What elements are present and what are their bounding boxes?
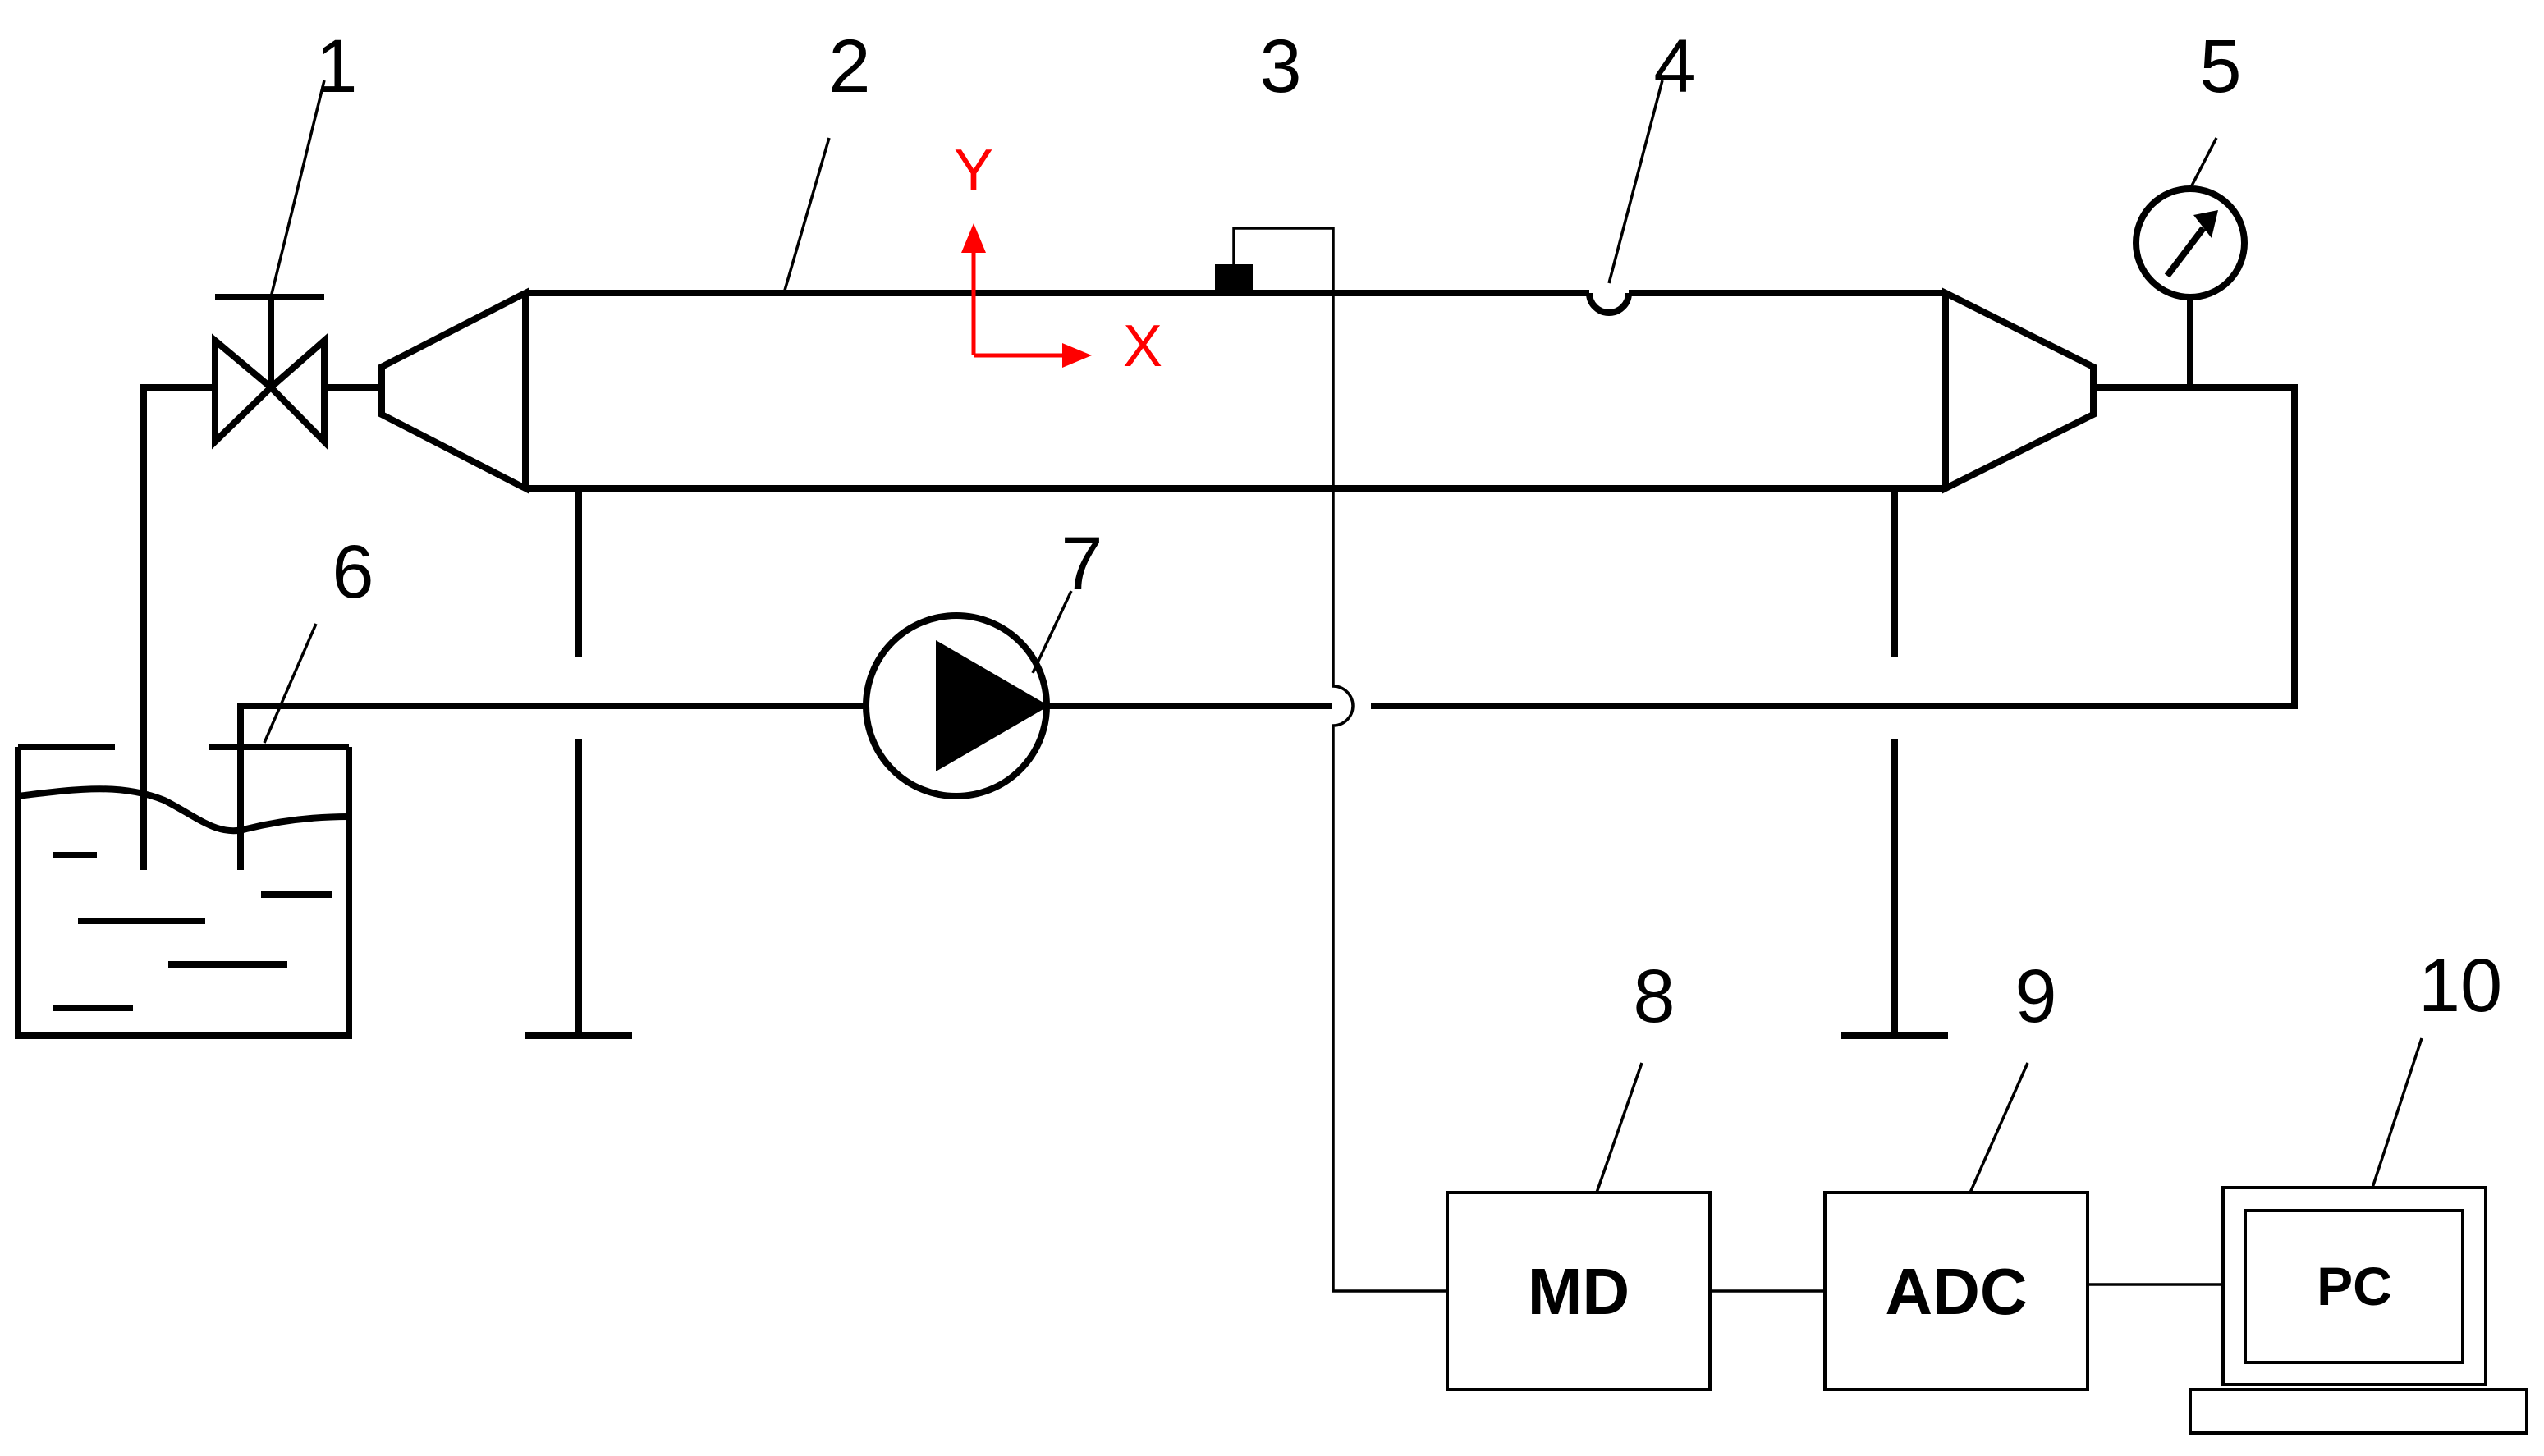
water-tank: [15, 744, 352, 1039]
label-10: 10: [2418, 944, 2502, 1028]
discharge-pipe: [1047, 384, 2298, 709]
pc-label: PC: [2317, 1256, 2392, 1316]
coordinate-axes: Y X: [954, 138, 1162, 379]
outlet-cone: [1942, 287, 2097, 494]
pump: [863, 612, 1050, 799]
suction-pipe: [237, 703, 866, 870]
x-axis-label: X: [1123, 314, 1162, 379]
label-8: 8: [1633, 955, 1675, 1038]
leader-lines: [263, 80, 2423, 1193]
main-pipe: [522, 290, 1949, 492]
label-4: 4: [1653, 25, 1695, 108]
right-support: [1841, 488, 1948, 1039]
label-2: 2: [828, 25, 870, 108]
adc-label: ADC: [1885, 1255, 2027, 1328]
pressure-gauge: [2133, 185, 2248, 387]
label-3: 3: [1259, 25, 1301, 108]
md-block: MD: [1446, 1191, 1712, 1391]
sensor: [1215, 264, 1253, 293]
left-support: [525, 488, 632, 1039]
signal-cable: [1232, 227, 1447, 1293]
label-5: 5: [2199, 25, 2241, 108]
return-pipe: [140, 384, 215, 870]
label-9: 9: [2015, 955, 2056, 1038]
valve: [212, 294, 382, 450]
label-1: 1: [315, 25, 357, 108]
y-axis-label: Y: [954, 138, 993, 204]
pc-computer: PC: [2189, 1186, 2528, 1435]
md-label: MD: [1528, 1255, 1630, 1328]
label-7: 7: [1061, 522, 1102, 606]
adc-block: ADC: [1823, 1191, 2089, 1391]
inlet-cone: [378, 287, 529, 494]
label-6: 6: [332, 530, 374, 614]
